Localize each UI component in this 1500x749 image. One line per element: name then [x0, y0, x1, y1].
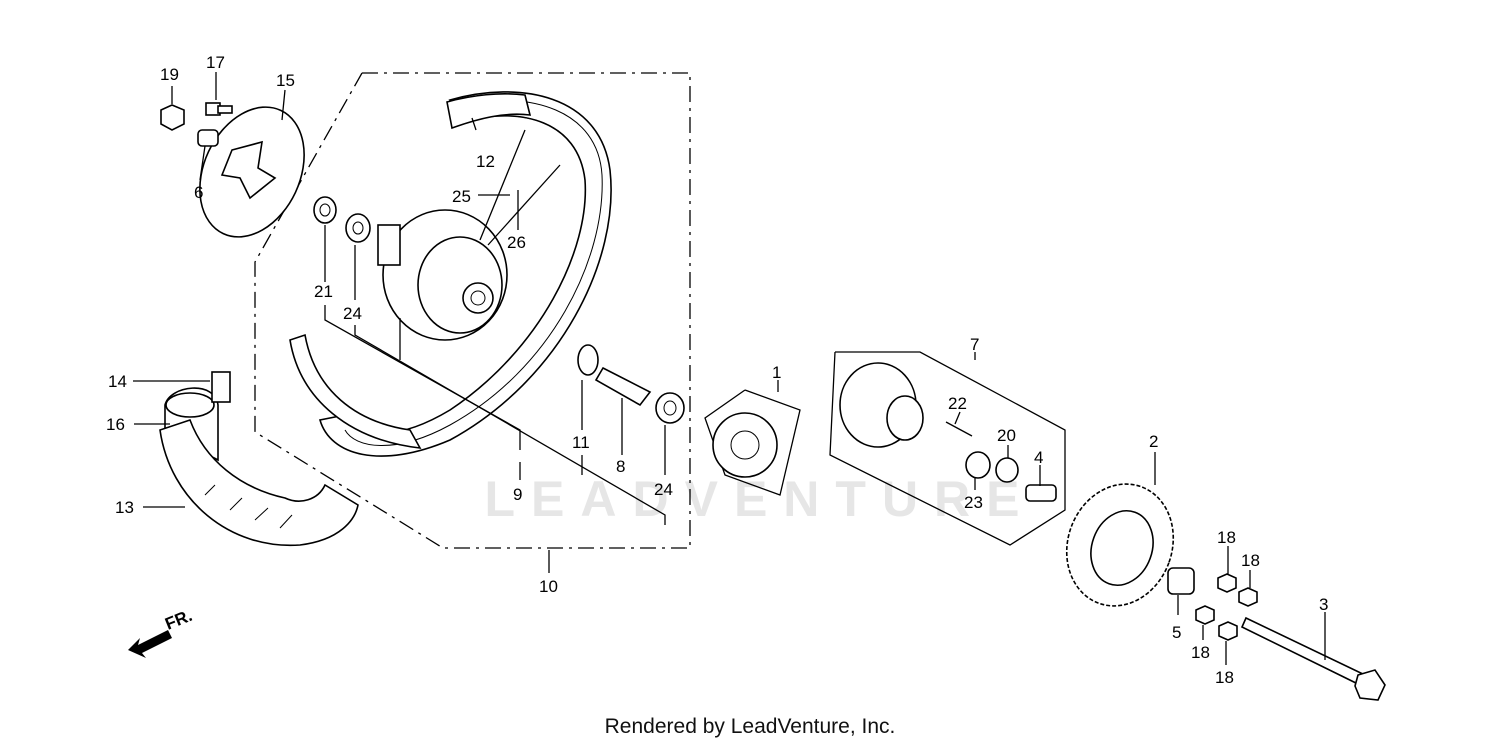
stud-22: [945, 421, 973, 437]
callout-18d: 18: [1215, 668, 1234, 687]
callout-6: 6: [194, 183, 203, 202]
nut-18-d: [1218, 621, 1238, 641]
callout-18b: 18: [1241, 551, 1260, 570]
callout-12: 12: [476, 152, 495, 171]
callout-10: 10: [539, 577, 558, 596]
nut-18-a: [1217, 573, 1237, 593]
rim-band-upper: [446, 93, 532, 130]
callout-3: 3: [1319, 595, 1328, 614]
bearing-24-right: [655, 392, 685, 424]
nut-19: [160, 104, 185, 131]
callout-4: 4: [1034, 448, 1043, 467]
brake-disc: [199, 106, 305, 238]
callout-8: 8: [616, 457, 625, 476]
callout-7: 7: [970, 335, 979, 354]
bearing-21: [313, 196, 337, 224]
front-indicator-label: FR.: [162, 606, 195, 634]
rim-band-lower: [289, 333, 422, 449]
wheel-assembly-boundary: [254, 72, 691, 549]
sprocket: [1065, 483, 1175, 607]
callout-17: 17: [206, 53, 225, 72]
callouts: 1 2 3 4 5 6 7 8 9 10 11 12 13 14 15 16 1…: [106, 53, 1328, 687]
wheel-hub: [377, 209, 508, 341]
callout-26: 26: [507, 233, 526, 252]
valve-14: [211, 371, 231, 403]
driven-flange: [839, 362, 924, 448]
callout-11: 11: [572, 433, 590, 452]
collar-6: [197, 129, 219, 147]
flange-assembly-boundary: [829, 351, 1066, 546]
watermark: LEADVENTURE: [484, 471, 1036, 527]
bolt-17: [205, 102, 233, 116]
credit-text: Rendered by LeadVenture, Inc.: [604, 715, 896, 738]
o-ring-11: [577, 344, 599, 376]
callout-18c: 18: [1191, 643, 1210, 662]
callout-24b: 24: [654, 480, 673, 499]
callout-22: 22: [948, 394, 967, 413]
callout-15: 15: [276, 71, 295, 90]
collar-4: [1025, 484, 1057, 502]
tire: [159, 418, 359, 547]
callout-20: 20: [997, 426, 1016, 445]
axle-bolt-3: [1240, 616, 1386, 701]
callout-1: 1: [772, 363, 781, 382]
collar-5: [1167, 567, 1195, 595]
callout-9: 9: [513, 485, 522, 504]
callout-14: 14: [108, 372, 127, 391]
bearing-24-left: [345, 213, 371, 243]
spacer-8: [594, 366, 652, 407]
callout-25: 25: [452, 187, 471, 206]
nut-18-b: [1238, 587, 1258, 607]
callout-24a: 24: [343, 304, 362, 323]
callout-23: 23: [964, 493, 983, 512]
callout-18a: 18: [1217, 528, 1236, 547]
callout-13: 13: [115, 498, 134, 517]
callout-16: 16: [106, 415, 125, 434]
bearing-23: [965, 451, 991, 479]
callout-5: 5: [1172, 623, 1181, 642]
nut-18-c: [1195, 605, 1215, 625]
callout-21: 21: [314, 282, 333, 301]
damper-1: [704, 389, 801, 496]
callout-2: 2: [1149, 432, 1158, 451]
spokes: [479, 129, 561, 246]
leader-lines: [133, 72, 1326, 665]
oil-seal-20: [995, 457, 1019, 483]
callout-19: 19: [160, 65, 179, 84]
front-arrow-icon: [128, 630, 172, 658]
